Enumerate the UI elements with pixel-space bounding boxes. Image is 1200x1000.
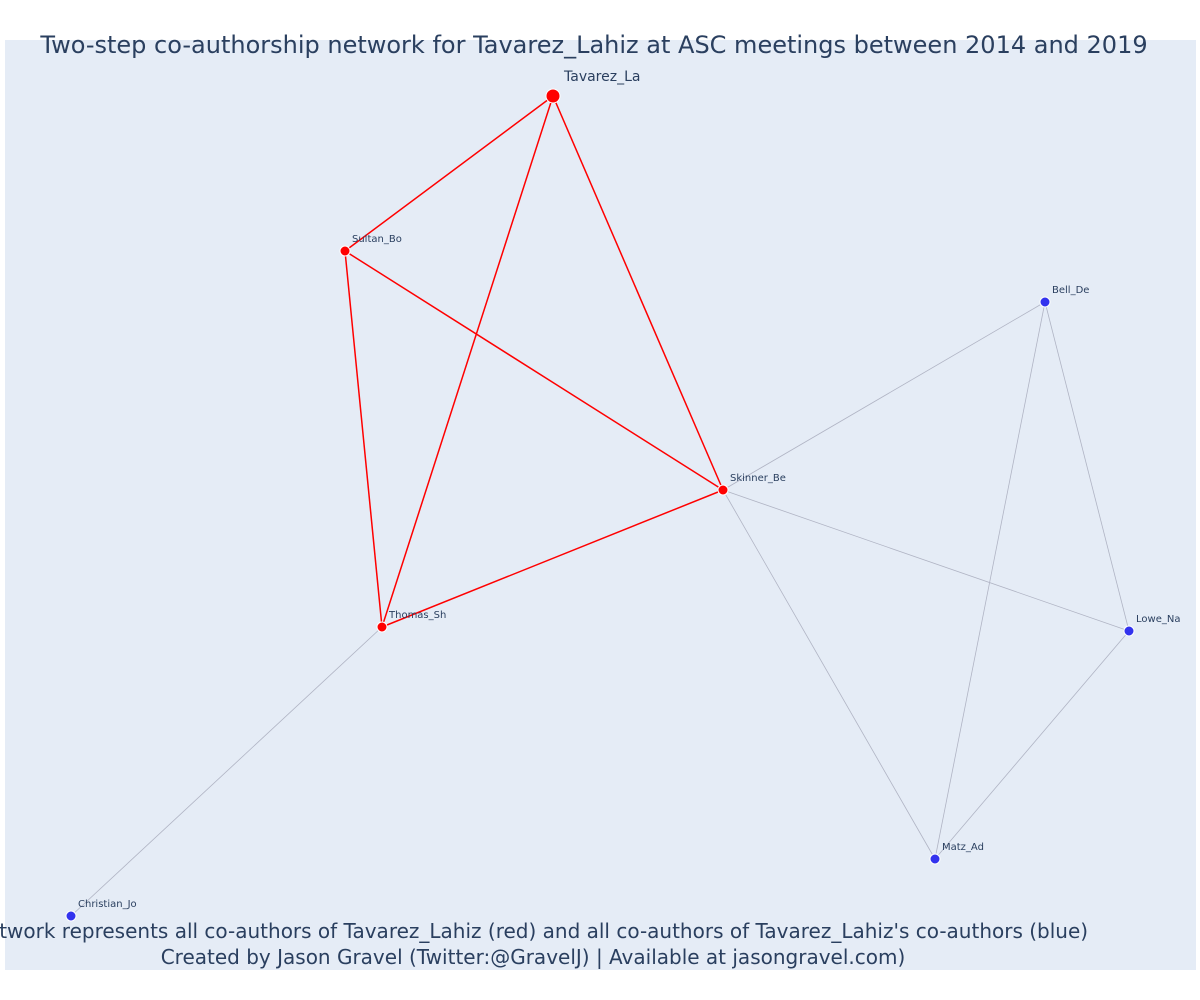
node-Thomas_Sh[interactable] <box>376 621 388 633</box>
footer-line-1: Network represents all co-authors of Tav… <box>0 919 1088 943</box>
edge-Skinner_Be-Lowe_Na <box>722 489 1130 632</box>
node-Skinner_Be[interactable] <box>717 484 729 496</box>
node-Tavarez_La[interactable] <box>545 88 561 104</box>
node-label-Matz_Ad: Matz_Ad <box>942 842 984 853</box>
edge-Thomas_Sh-Skinner_Be <box>381 489 724 628</box>
nodes-layer <box>65 88 1135 922</box>
node-Matz_Ad[interactable] <box>929 853 941 865</box>
edge-Lowe_Na-Matz_Ad <box>934 630 1130 860</box>
footer-line-2: Created by Jason Gravel (Twitter:@Gravel… <box>161 945 906 969</box>
node-label-Thomas_Sh: Thomas_Sh <box>388 610 446 621</box>
edge-Bell_De-Lowe_Na <box>1044 301 1130 632</box>
edge-Tavarez_La-Thomas_Sh <box>381 95 554 628</box>
node-label-Sultan_Bo: Sultan_Bo <box>352 234 402 245</box>
edge-Thomas_Sh-Christian_Jo <box>70 626 383 917</box>
node-label-Christian_Jo: Christian_Jo <box>78 899 137 910</box>
node-Lowe_Na[interactable] <box>1123 625 1135 637</box>
node-label-Skinner_Be: Skinner_Be <box>730 473 786 484</box>
edge-Skinner_Be-Matz_Ad <box>722 489 936 860</box>
edge-Bell_De-Matz_Ad <box>934 301 1046 860</box>
edges-layer <box>70 95 1130 917</box>
edge-Tavarez_La-Skinner_Be <box>552 95 724 491</box>
plot-area <box>5 40 1196 970</box>
node-Christian_Jo[interactable] <box>65 910 77 922</box>
diagram-title: Two-step co-authorship network for Tavar… <box>39 31 1147 59</box>
node-label-Bell_De: Bell_De <box>1052 285 1089 296</box>
node-Bell_De[interactable] <box>1039 296 1051 308</box>
edge-Tavarez_La-Sultan_Bo <box>344 95 554 252</box>
node-label-Tavarez_La: Tavarez_La <box>563 69 640 85</box>
edge-Sultan_Bo-Thomas_Sh <box>344 250 383 628</box>
edge-Skinner_Be-Bell_De <box>722 301 1046 491</box>
node-Sultan_Bo[interactable] <box>339 245 351 257</box>
edge-Sultan_Bo-Skinner_Be <box>344 250 724 491</box>
node-label-Lowe_Na: Lowe_Na <box>1136 614 1180 625</box>
